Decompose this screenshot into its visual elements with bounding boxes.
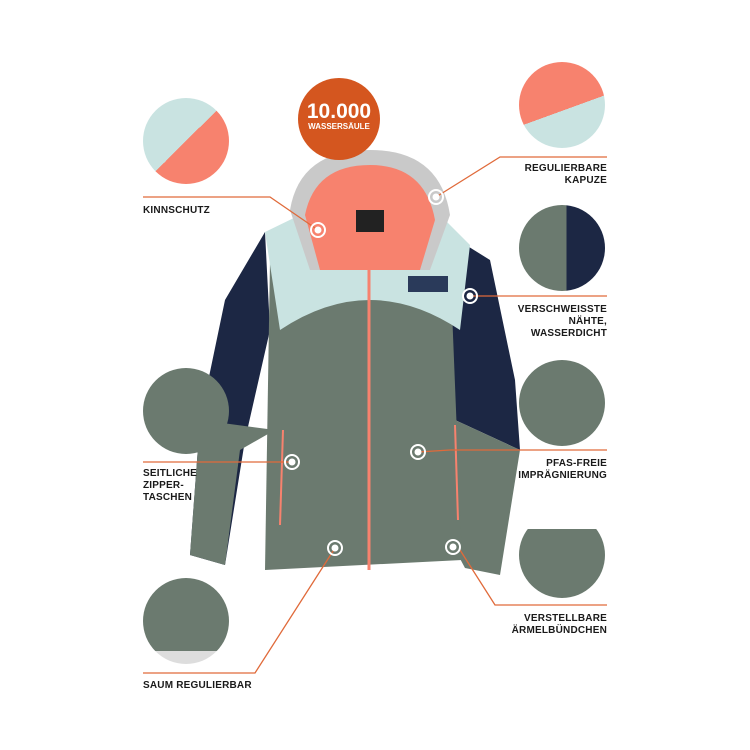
hood-detail-image — [519, 62, 605, 148]
pocket-detail-image — [143, 368, 229, 454]
seams-detail-image — [519, 205, 605, 291]
jacket-body — [265, 260, 462, 570]
brand-label — [356, 210, 384, 232]
label-hem: SAUM REGULIERBAR — [143, 680, 252, 691]
chest-patch — [408, 276, 448, 292]
fabric-detail-image — [519, 360, 605, 446]
badge-value: 10.000 — [306, 100, 372, 123]
cuff-detail-image — [519, 512, 605, 598]
label-chin-guard: KINNSCHUTZ — [143, 205, 210, 216]
badge-label: WASSERSÄULE — [308, 122, 370, 131]
water-column-badge: 10.000 WASSERSÄULE — [298, 78, 380, 160]
hem-detail-image — [143, 578, 229, 664]
hotspots — [284, 189, 478, 556]
chin-guard-detail-image — [143, 98, 229, 184]
